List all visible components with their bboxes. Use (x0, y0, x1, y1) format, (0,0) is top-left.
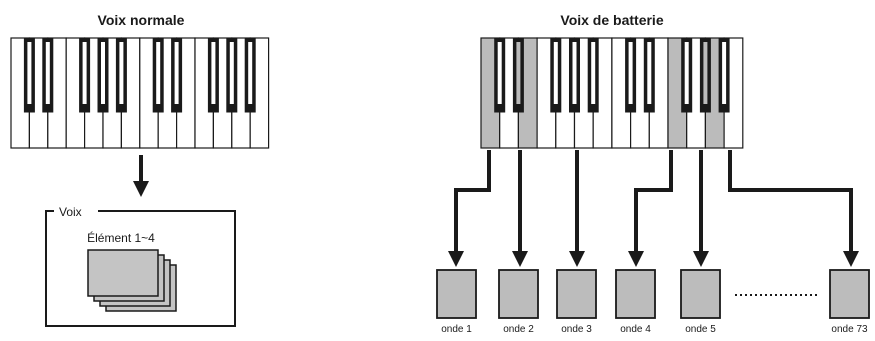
arrowhead (569, 251, 585, 267)
black-key-shine (572, 42, 577, 104)
wave-label: onde 3 (561, 324, 592, 335)
arrowhead (448, 251, 464, 267)
wave-label: onde 5 (685, 324, 716, 335)
wave-boxes: onde 1 onde 2 onde 3 onde 4 onde 5 onde 73 (436, 269, 870, 335)
wave-box (556, 269, 597, 319)
black-key-shine (229, 42, 234, 104)
arrowhead (843, 251, 859, 267)
wave-label: onde 2 (503, 324, 534, 335)
normal-voice-keyboard (10, 37, 270, 149)
drum-arrowheads (448, 251, 859, 267)
wave-label: onde 1 (441, 324, 472, 335)
drum-voice-title: Voix de batterie (560, 12, 663, 28)
wave-box (680, 269, 721, 319)
black-key-shine (156, 42, 161, 104)
wave-box (615, 269, 656, 319)
drum-voice-keyboard (480, 37, 744, 149)
element-card (87, 249, 159, 297)
voice-box (45, 210, 236, 327)
black-key-shine (684, 42, 689, 104)
black-key-shine (45, 42, 50, 104)
wave-box (498, 269, 539, 319)
black-key-shine (497, 42, 502, 104)
black-key-shine (553, 42, 558, 104)
arrowhead (693, 251, 709, 267)
black-key-shine (647, 42, 652, 104)
black-key-shine (516, 42, 521, 104)
normal-voice-title: Voix normale (98, 12, 185, 28)
black-key-shine (174, 42, 179, 104)
black-key-shine (211, 42, 216, 104)
element-stack (87, 249, 177, 312)
wave-label: onde 73 (831, 324, 868, 335)
wave-box (829, 269, 870, 319)
wave-label: onde 4 (620, 324, 651, 335)
arrowhead (628, 251, 644, 267)
black-key-shine (591, 42, 596, 104)
wave-box (436, 269, 477, 319)
normal-voice-arrow (133, 155, 149, 197)
voice-box-label: Voix (59, 205, 82, 219)
black-key-shine (101, 42, 105, 104)
black-key-shine (722, 42, 727, 104)
drum-connections (454, 150, 853, 252)
black-key-shine (628, 42, 633, 104)
black-key-shine (119, 42, 124, 104)
black-key-shine (27, 42, 32, 104)
arrowhead (512, 251, 528, 267)
black-key-shine (248, 42, 253, 104)
black-key-shine (82, 42, 87, 104)
black-key-shine (703, 42, 708, 104)
element-label: Élément 1~4 (87, 230, 155, 245)
